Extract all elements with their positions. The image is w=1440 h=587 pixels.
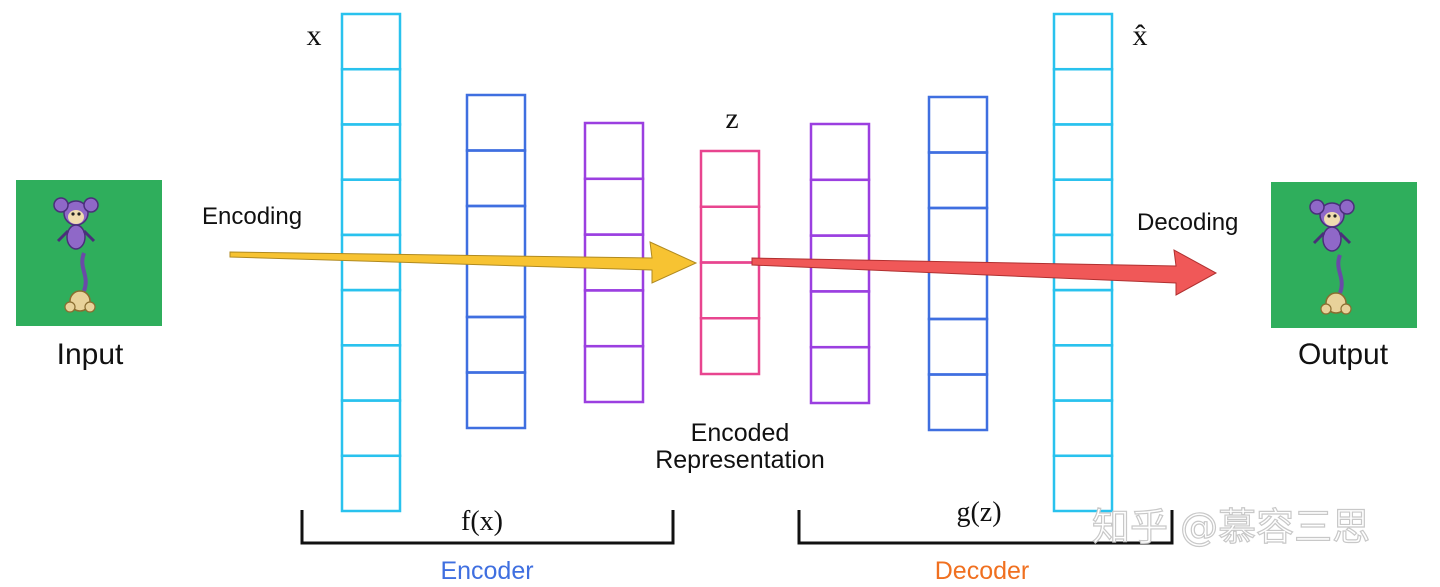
watermark-text: 知乎 @慕容三思	[1092, 505, 1370, 549]
x-symbol: x	[307, 19, 322, 52]
layer-cell	[583, 344, 645, 404]
encoder-label: Encoder	[440, 557, 533, 585]
layer-cell	[1052, 288, 1114, 347]
layer-cell	[1052, 12, 1114, 71]
x-hat-symbol: x̂	[1133, 19, 1148, 52]
fx-label: f(x)	[461, 506, 503, 537]
layer-cell	[1052, 454, 1114, 513]
layer-cell	[699, 261, 761, 320]
layer-cell	[465, 149, 527, 208]
decoder-bracket	[797, 510, 1174, 545]
layer-cell	[927, 317, 989, 376]
encoding-arrow	[229, 241, 698, 284]
layer-cell	[927, 373, 989, 432]
layer-cell	[340, 67, 402, 126]
layer-cell	[1052, 399, 1114, 458]
gz-label: g(z)	[956, 497, 1001, 528]
layer-cell	[1052, 123, 1114, 181]
layer-cell	[1052, 178, 1114, 237]
layer-cell	[699, 149, 761, 208]
layer-cell	[465, 315, 527, 374]
layer-cell	[465, 93, 527, 152]
z-symbol: z	[725, 102, 738, 135]
layer-cell	[699, 317, 761, 376]
layer-cell	[809, 178, 871, 237]
layer-cell	[583, 177, 645, 236]
encoding-label: Encoding	[202, 203, 302, 230]
output-image	[1271, 182, 1417, 328]
layer-cell	[1052, 344, 1114, 402]
layer-cell	[927, 95, 989, 154]
layer-cell	[340, 233, 402, 292]
layer-cell	[1052, 233, 1114, 292]
layer-cell	[465, 204, 527, 263]
layer-cell	[1052, 67, 1114, 126]
decoder-label: Decoder	[935, 557, 1030, 585]
encoder-bracket	[300, 510, 675, 545]
decoding-label: Decoding	[1137, 209, 1238, 236]
layer-cell	[809, 345, 871, 405]
layer-cell	[340, 399, 402, 458]
layer-cell	[340, 454, 402, 513]
layer-cell	[699, 205, 761, 264]
layer-cell	[809, 122, 871, 182]
layer-cell	[340, 178, 402, 237]
layer-cell	[340, 344, 402, 402]
layer-cell	[583, 289, 645, 348]
output-label: Output	[1298, 338, 1389, 371]
layer-cell	[465, 371, 527, 430]
layer-cell	[583, 121, 645, 181]
layer-cell	[809, 290, 871, 349]
layer-cell	[340, 288, 402, 347]
encoded-label-line2: Representation	[655, 446, 825, 474]
encoded-label-line1: Encoded	[691, 419, 790, 447]
layer-x	[340, 12, 402, 513]
decoding-arrow	[751, 249, 1218, 296]
layer-cell	[340, 12, 402, 71]
input-image	[16, 180, 162, 326]
layer-cell	[927, 151, 989, 210]
layer-cell	[465, 260, 527, 319]
layer-cell	[927, 206, 989, 265]
input-label: Input	[57, 338, 124, 371]
layer-z	[699, 149, 761, 376]
layer-cell	[340, 123, 402, 181]
layer-x-hat	[1052, 12, 1114, 513]
